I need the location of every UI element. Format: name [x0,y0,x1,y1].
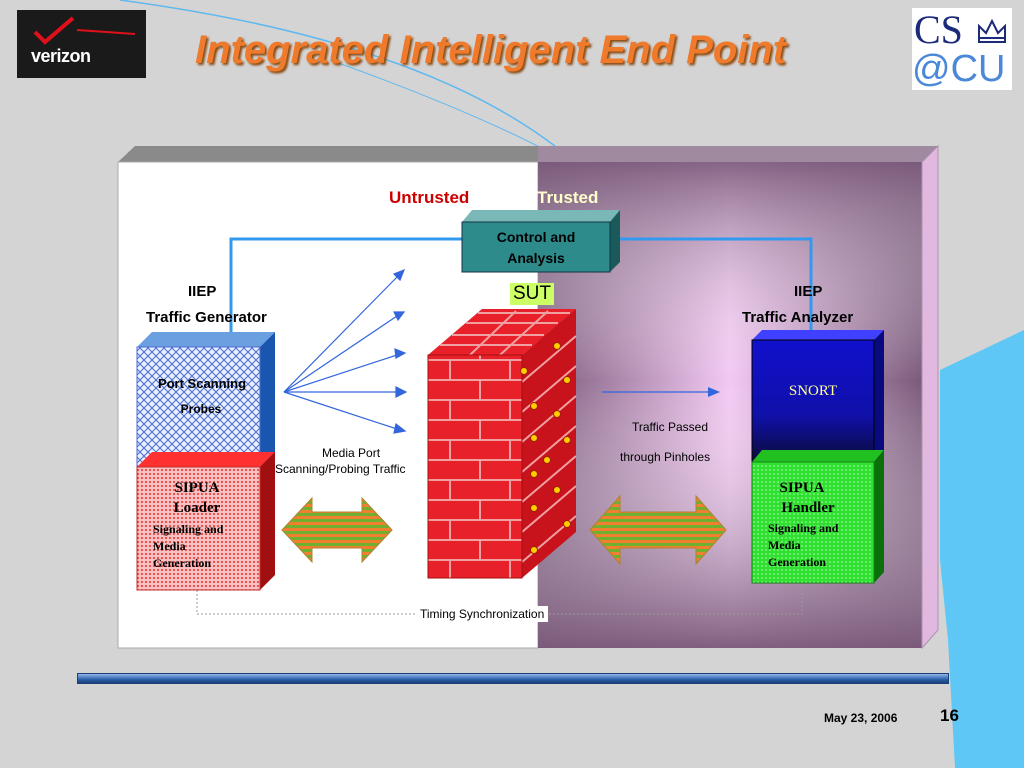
logo-cs-text: CS [914,7,963,52]
logo-at-cu-text: @CU [912,48,1006,90]
sipua-loader-sub-line2: Media [153,539,186,553]
slide-title: Integrated Intelligent End Point [195,28,787,72]
traffic-passed-label-line1: Traffic Passed [632,420,709,434]
sipua-loader-sub-line3: Generation [153,556,211,570]
timing-sync-label: Timing Synchronization [416,606,549,622]
cs-columbia-logo: CS @CU [912,7,1012,90]
traffic-passed-label-line2: through Pinholes [620,450,711,464]
zone-trusted-label: Trusted [537,188,599,207]
sipua-handler-sub-line2: Media [768,538,801,552]
sut-label: SUT [510,283,554,305]
left-heading-iiep: IIEP [188,283,217,300]
sipua-handler-sub-line1: Signaling and [768,521,839,535]
snort-label: SNORT [788,383,838,399]
sipua-handler-title-line2: Handler [781,500,835,516]
right-heading-iiep: IIEP [794,283,823,300]
sipua-loader-title-line1: SIPUA [174,480,220,496]
verizon-logo: verizon [17,10,146,78]
control-analysis-label-line1: Control and [496,229,576,245]
sipua-handler-sub-line3: Generation [768,555,826,569]
media-port-label-line2: Scanning/Probing Traffic [275,462,406,476]
port-scanning-label-line2: Probes [180,402,222,416]
control-analysis-label-line2: Analysis [507,250,565,266]
right-heading-traffic-analyzer: Traffic Analyzer [742,309,854,326]
left-heading-traffic-generator: Traffic Generator [146,309,267,326]
sipua-loader-sub-line1: Signaling and [153,522,224,536]
media-port-label-line1: Media Port [322,446,381,460]
page-number: 16 [940,706,959,725]
crown-icon [978,18,1006,43]
zone-untrusted-label: Untrusted [389,188,470,207]
port-scanning-label-line1: Port Scanning [157,376,247,391]
footer-date: May 23, 2006 [824,711,898,725]
verizon-logo-text: verizon [31,46,91,66]
sipua-handler-title-line1: SIPUA [779,480,825,496]
footer-divider [77,673,949,684]
verizon-check-mark-icon [33,16,136,45]
sipua-loader-title-line2: Loader [173,500,221,516]
